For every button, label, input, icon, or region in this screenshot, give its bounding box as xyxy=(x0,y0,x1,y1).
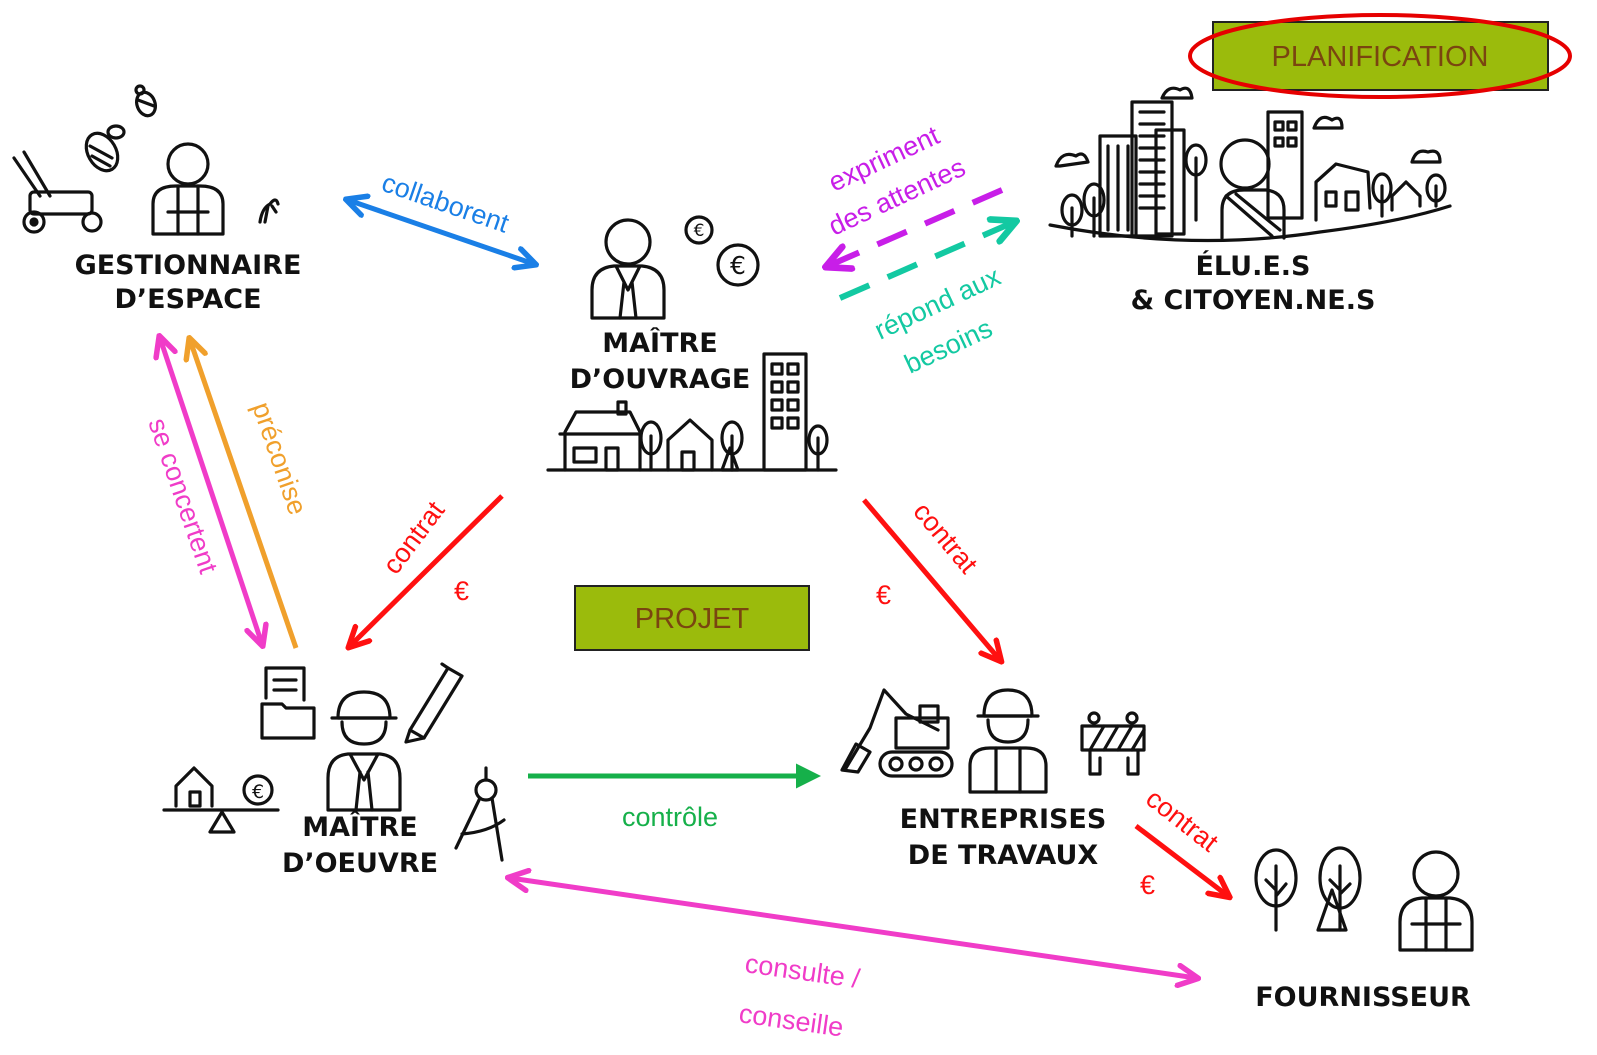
excavator-icon xyxy=(840,688,954,778)
projet-label: PROJET xyxy=(635,603,750,635)
euro-icon: € € xyxy=(684,215,760,287)
maitre-oeuvre-line2: D’OEUVRE xyxy=(282,848,438,879)
projet-box: PROJET xyxy=(574,585,810,651)
planification-label: PLANIFICATION xyxy=(1272,41,1489,73)
compass-icon xyxy=(454,766,506,862)
person-icon-2 xyxy=(1398,850,1474,952)
entreprises-line2: DE TRAVAUX xyxy=(908,840,1099,871)
folder-icon xyxy=(260,666,316,740)
hardhat-person-icon-2 xyxy=(968,688,1048,794)
maitre-ouvrage-line1: MAÎTRE xyxy=(602,327,717,359)
person-sash-icon xyxy=(1219,138,1286,240)
person-tie-icon xyxy=(590,218,666,320)
edge-contrat-left: contrat € xyxy=(350,494,504,646)
lawnmower-icon xyxy=(12,150,103,234)
maitre-oeuvre-line1: MAÎTRE xyxy=(302,811,417,843)
edge-expriment: expriment des attentes xyxy=(824,120,1004,266)
edge-contrat-fournisseur: contrat € xyxy=(1134,783,1228,900)
node-maitre-ouvrage: € € MAÎTRE D’OUVRAGE xyxy=(546,215,838,472)
edge-controle: contrôle xyxy=(528,763,821,832)
contrat-fournisseur-label: contrat xyxy=(1140,783,1224,858)
elus-line1: ÉLU.E.S xyxy=(1195,250,1310,282)
gestionnaire-line2: D’ESPACE xyxy=(114,284,261,315)
node-fournisseur: FOURNISSEUR xyxy=(1254,846,1474,1013)
collaborent-label: collaborent xyxy=(378,167,513,239)
node-elus: ÉLU.E.S & CITOYEN.NE.S xyxy=(1048,86,1452,316)
hardhat-person-icon xyxy=(326,690,402,812)
entreprises-line1: ENTREPRISES xyxy=(900,804,1107,835)
edge-collaborent: collaborent xyxy=(348,167,534,264)
node-entreprises: ENTREPRISES DE TRAVAUX xyxy=(840,688,1146,871)
edge-contrat-right: contrat € xyxy=(862,497,1000,660)
edge-repond: répond aux besoins xyxy=(838,222,1014,379)
node-gestionnaire: GESTIONNAIRE D’ESPACE xyxy=(12,84,302,315)
controle-label: contrôle xyxy=(622,802,718,832)
city-icon xyxy=(1048,86,1452,243)
svg-text:€: € xyxy=(252,781,264,803)
elus-line2: & CITOYEN.NE.S xyxy=(1131,285,1376,316)
houses-city-icon xyxy=(546,352,838,472)
edge-preconise: préconise xyxy=(190,340,313,649)
highlight-ring xyxy=(1188,13,1572,99)
svg-text:€: € xyxy=(730,251,746,280)
trees-icon xyxy=(1254,846,1362,932)
gestionnaire-line1: GESTIONNAIRE xyxy=(75,250,302,281)
consulte-label-1: consulte / xyxy=(743,948,862,994)
preconise-label: préconise xyxy=(246,398,312,518)
maitre-ouvrage-line2: D’OUVRAGE xyxy=(570,364,751,395)
euro-left-label: € xyxy=(454,576,469,606)
node-maitre-oeuvre: € MAÎTRE D’OEUVRE xyxy=(162,662,506,879)
pencil-icon xyxy=(404,662,464,744)
euro-right-label: € xyxy=(876,580,891,610)
svg-text:€: € xyxy=(694,221,705,241)
scale-icon: € xyxy=(162,766,280,834)
edge-consulte: consulte / conseille xyxy=(510,878,1196,1043)
contrat-left-label: contrat xyxy=(377,495,451,579)
bee-icon xyxy=(84,84,158,173)
fournisseur-label: FOURNISSEUR xyxy=(1255,982,1471,1013)
consulte-label-2: conseille xyxy=(737,998,845,1042)
barrier-icon xyxy=(1080,711,1146,776)
euro-fournisseur-label: € xyxy=(1140,870,1155,900)
planification-box: PLANIFICATION xyxy=(1188,13,1572,99)
person-icon xyxy=(151,142,225,236)
worm-icon xyxy=(258,198,280,224)
